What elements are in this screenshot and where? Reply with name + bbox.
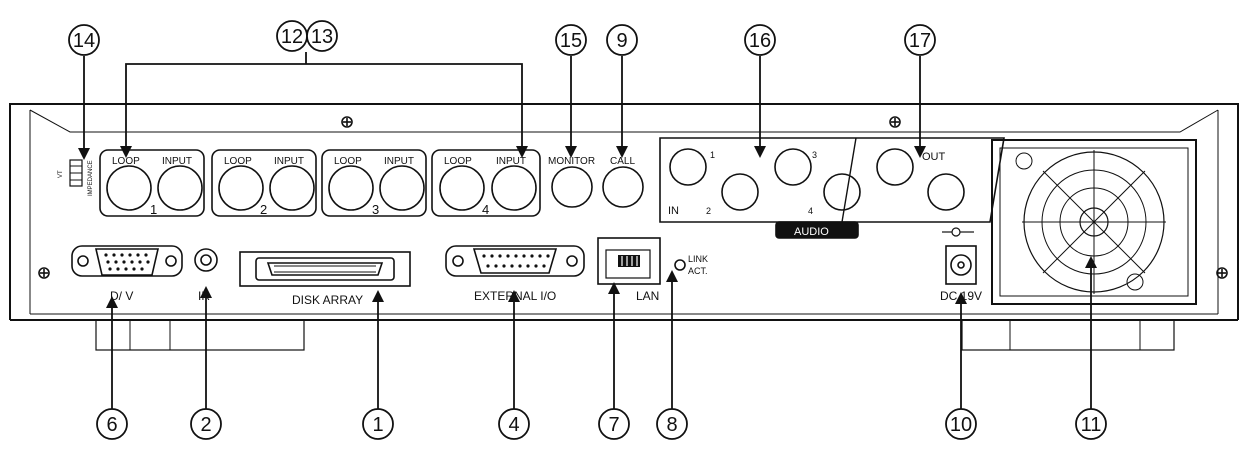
dc-power-jack: [945, 245, 977, 285]
panel-labels: VT IMPEDANCE LOOP INPUT 1 LOOP INPUT 2 L…: [58, 150, 982, 307]
callout-circles: [68, 20, 1107, 440]
chassis: [9, 103, 1239, 351]
disk-array-label: DISK ARRAY: [292, 293, 363, 307]
input-label-4: INPUT: [496, 156, 526, 167]
input-label-2: INPUT: [274, 156, 304, 167]
loop-label-1: LOOP: [112, 156, 140, 167]
link-led: [674, 259, 686, 271]
callout-8: 8: [666, 414, 677, 436]
input-label-1: INPUT: [162, 156, 192, 167]
monitor-connector: [551, 166, 593, 208]
loop-label-3: LOOP: [334, 156, 362, 167]
screw-icon: [341, 116, 353, 128]
callout-6: 6: [106, 414, 117, 436]
foot-left: [95, 319, 305, 351]
leader-lines-top: [83, 56, 921, 150]
external-io-label: EXTERNAL I/O: [474, 289, 556, 303]
video-pair-3: [321, 149, 427, 217]
disk-array-connector: [239, 251, 411, 287]
act-label: ACT.: [688, 266, 708, 276]
input-label-3: INPUT: [384, 156, 414, 167]
audio-in-label: IN: [668, 205, 679, 217]
video-pair-1: [99, 149, 205, 217]
audio-block: [659, 137, 1005, 239]
screw-icon: [38, 267, 50, 279]
loop-label-4: LOOP: [444, 156, 472, 167]
callout-13: 13: [311, 26, 333, 48]
foot-right: [961, 319, 1175, 351]
screw-icon: [889, 116, 901, 128]
audio-label-plate: [775, 221, 859, 239]
callout-9: 9: [616, 30, 627, 52]
callout-15: 15: [560, 30, 582, 52]
callout-14: 14: [73, 30, 95, 52]
channel-label-4: 4: [482, 202, 489, 217]
impedance-label: IMPEDANCE: [88, 160, 94, 196]
callout-numbers: 14 12 13 15 9 16 17 6 2 1 4 7 8 10 11: [73, 26, 1102, 436]
monitor-label: MONITOR: [548, 156, 595, 167]
callout-1: 1: [372, 414, 383, 436]
callout-16: 16: [749, 30, 771, 52]
lan-label: LAN: [636, 289, 659, 303]
audio-label: AUDIO: [794, 226, 829, 238]
ir-label: IR: [198, 289, 210, 303]
link-label: LINK: [688, 254, 708, 264]
dv-label: D/ V: [110, 289, 133, 303]
audio-ch3-label: 3: [812, 150, 817, 160]
vt-label: VT: [58, 170, 64, 178]
channel-label-1: 1: [150, 202, 157, 217]
external-io-connector: [445, 245, 585, 277]
callout-10: 10: [950, 414, 972, 436]
audio-ch1-label: 1: [710, 150, 715, 160]
call-connector: [602, 166, 644, 208]
impedance-dip-switch: [69, 159, 83, 187]
loop-label-2: LOOP: [224, 156, 252, 167]
ir-jack: [194, 248, 218, 272]
dc-polarity-icon: [942, 227, 974, 237]
bracket-12-13: [125, 63, 523, 150]
audio-ch2-label: 2: [706, 206, 711, 216]
callout-11: 11: [1081, 414, 1102, 436]
callout-17: 17: [909, 30, 931, 52]
call-label: CALL: [610, 156, 635, 167]
leader-arrows-bottom: [106, 256, 1097, 308]
callout-12: 12: [281, 26, 303, 48]
dv-vga-connector: [71, 245, 183, 277]
lan-port: [597, 237, 661, 285]
callout-2: 2: [200, 414, 211, 436]
audio-ch4-label: 4: [808, 206, 813, 216]
video-pair-2: [211, 149, 317, 217]
cooling-fan: [991, 139, 1197, 305]
channel-label-3: 3: [372, 202, 379, 217]
dc-label: DC 19V: [940, 289, 982, 303]
leader-arrows-top: [78, 146, 926, 160]
screw-icon: [1216, 267, 1228, 279]
callout-7: 7: [608, 414, 619, 436]
channel-label-2: 2: [260, 202, 267, 217]
audio-out-label: OUT: [922, 151, 946, 163]
callout-4: 4: [508, 414, 519, 436]
video-pair-4: [431, 149, 541, 217]
leader-lines-bottom: [111, 266, 1092, 410]
